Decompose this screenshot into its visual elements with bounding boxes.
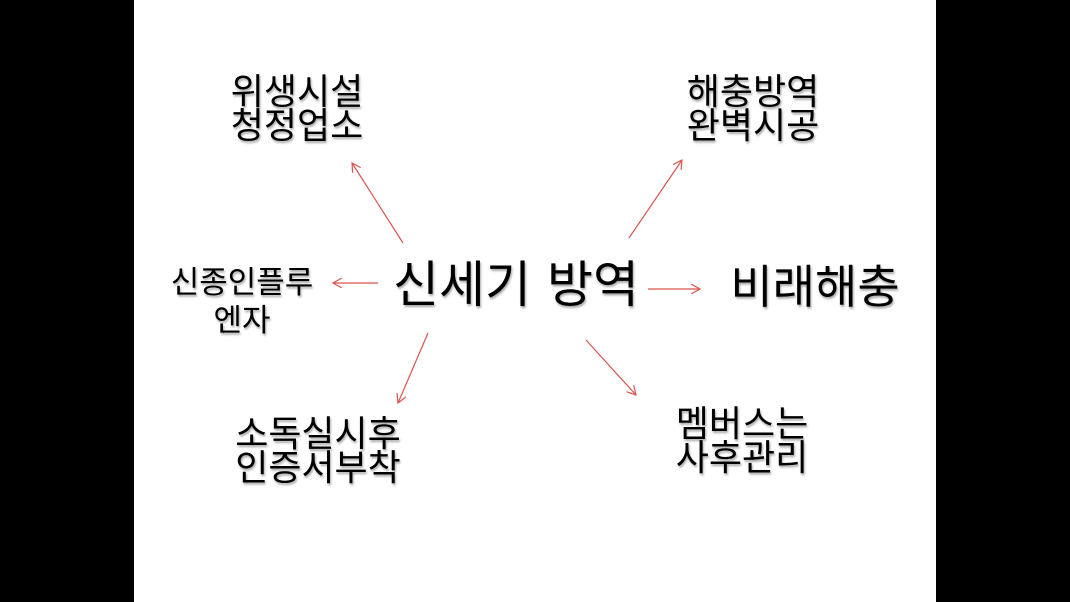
node-line: 신종인플루 [170, 265, 314, 301]
node-line: 위생시설 [230, 72, 364, 113]
center-node: 신세기 방역 [393, 256, 639, 314]
node-right: 비래해충 [730, 258, 899, 316]
node-line: 비래해충 [730, 260, 900, 314]
node-line: 청정업소 [230, 106, 364, 147]
slide [134, 0, 936, 602]
node-line: 엔자 [213, 303, 271, 339]
node-line: 멤버스는 [675, 404, 809, 445]
node-left: 신종인플루 엔자 [171, 264, 314, 340]
node-bottom-right: 멤버스는 사후관리 [675, 404, 809, 479]
node-bottom-left: 소독실시후 인증서부착 [235, 414, 401, 489]
node-line: 인증서부착 [235, 448, 401, 489]
arrow-to-bottom-right [585, 339, 636, 395]
node-top-left: 위생시설 청정업소 [230, 72, 364, 147]
arrow-to-bottom-left [398, 332, 429, 403]
node-line: 소독실시후 [235, 414, 401, 455]
arrow-to-top-left [352, 163, 404, 244]
node-line: 해충방역 [686, 72, 820, 113]
node-line: 사후관리 [675, 438, 809, 479]
arrow-to-top-right [628, 160, 682, 239]
node-line: 완벽시공 [686, 106, 820, 147]
node-top-right: 해충방역 완벽시공 [686, 72, 820, 147]
